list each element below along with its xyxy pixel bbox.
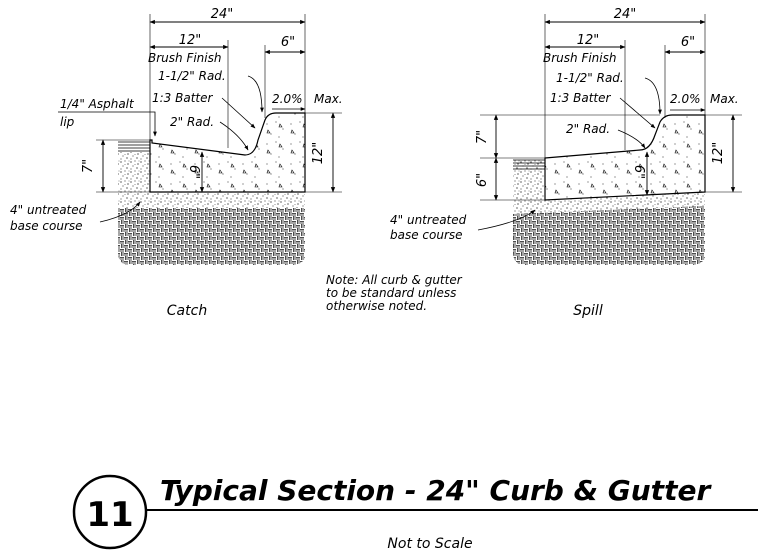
- detail-number: 11: [86, 495, 133, 535]
- spill-dim-12: 12": [577, 33, 600, 48]
- spill-slope-max: Max.: [710, 92, 739, 106]
- spill-asphalt-hatch: [513, 159, 545, 170]
- drawing-title: Typical Section - 24" Curb & Gutter: [160, 474, 712, 507]
- spill-base-course: [513, 192, 705, 214]
- spill-dim-12-vert: 12": [711, 142, 726, 165]
- catch-concrete-section: [149, 112, 306, 193]
- catch-slope: 2.0%: [272, 92, 303, 106]
- spill-batter: 1:3 Batter: [550, 91, 612, 105]
- catch-dim-12-vert: 12": [311, 142, 326, 165]
- spill-brush-finish: Brush Finish: [543, 51, 616, 65]
- catch-rad-2: 2" Rad.: [170, 115, 214, 129]
- catch-asphalt-hatch: [118, 141, 150, 152]
- catch-detail: 24" 12" Brush Finish 6" 1-1/2" Rad. 1:3 …: [10, 7, 343, 319]
- spill-concrete-section: [544, 114, 706, 201]
- spill-dim-6-vert: 6": [631, 165, 646, 179]
- catch-caption: Catch: [167, 303, 207, 319]
- catch-brush-finish: Brush Finish: [148, 51, 221, 65]
- note-line-3: otherwise noted.: [326, 299, 427, 313]
- scale-note: Not to Scale: [387, 536, 472, 552]
- spill-base-course-1: 4" untreated: [390, 213, 467, 227]
- catch-subgrade: [118, 192, 305, 265]
- note-line-2: to be standard unless: [326, 286, 456, 300]
- catch-dim-6: 6": [281, 35, 295, 50]
- catch-left-fill: [118, 152, 150, 192]
- spill-subgrade: [513, 205, 705, 265]
- spill-caption: Spill: [573, 303, 603, 319]
- catch-batter: 1:3 Batter: [152, 91, 214, 105]
- detail-number-circle: [72, 474, 148, 550]
- catch-dim-6-vert: 6": [186, 165, 201, 179]
- catch-slope-max: Max.: [314, 92, 343, 106]
- spill-detail: 24" 12" Brush Finish 6" 1-1/2" Rad. 1:3 …: [390, 7, 742, 319]
- catch-asphalt-lip: 1/4" Asphalt: [60, 97, 135, 111]
- catch-lip: lip: [60, 115, 75, 129]
- catch-base-course-2: base course: [10, 219, 83, 233]
- catch-rad-1-5: 1-1/2" Rad.: [158, 69, 226, 83]
- spill-dim-24: 24": [614, 7, 637, 22]
- catch-dim-12: 12": [179, 33, 202, 48]
- catch-dim-24: 24": [211, 7, 234, 22]
- title-block: 11 Typical Section - 24" Curb & Gutter N…: [72, 474, 758, 552]
- catch-dim-7: 7": [81, 159, 96, 173]
- spill-base-course-2: base course: [390, 228, 463, 242]
- general-note: Note: All curb & gutter to be standard u…: [326, 273, 463, 313]
- spill-rad-2: 2" Rad.: [566, 122, 610, 136]
- spill-slope: 2.0%: [670, 92, 701, 106]
- spill-dim-7: 7": [475, 130, 490, 144]
- spill-rad-1-5: 1-1/2" Rad.: [556, 71, 624, 85]
- catch-base-course: [118, 192, 305, 208]
- spill-dim-6: 6": [681, 35, 695, 50]
- note-line-1: Note: All curb & gutter: [326, 273, 463, 287]
- catch-base-course-1: 4" untreated: [10, 203, 87, 217]
- spill-left-fill: [513, 160, 545, 200]
- spill-dim-6-left: 6": [475, 173, 490, 187]
